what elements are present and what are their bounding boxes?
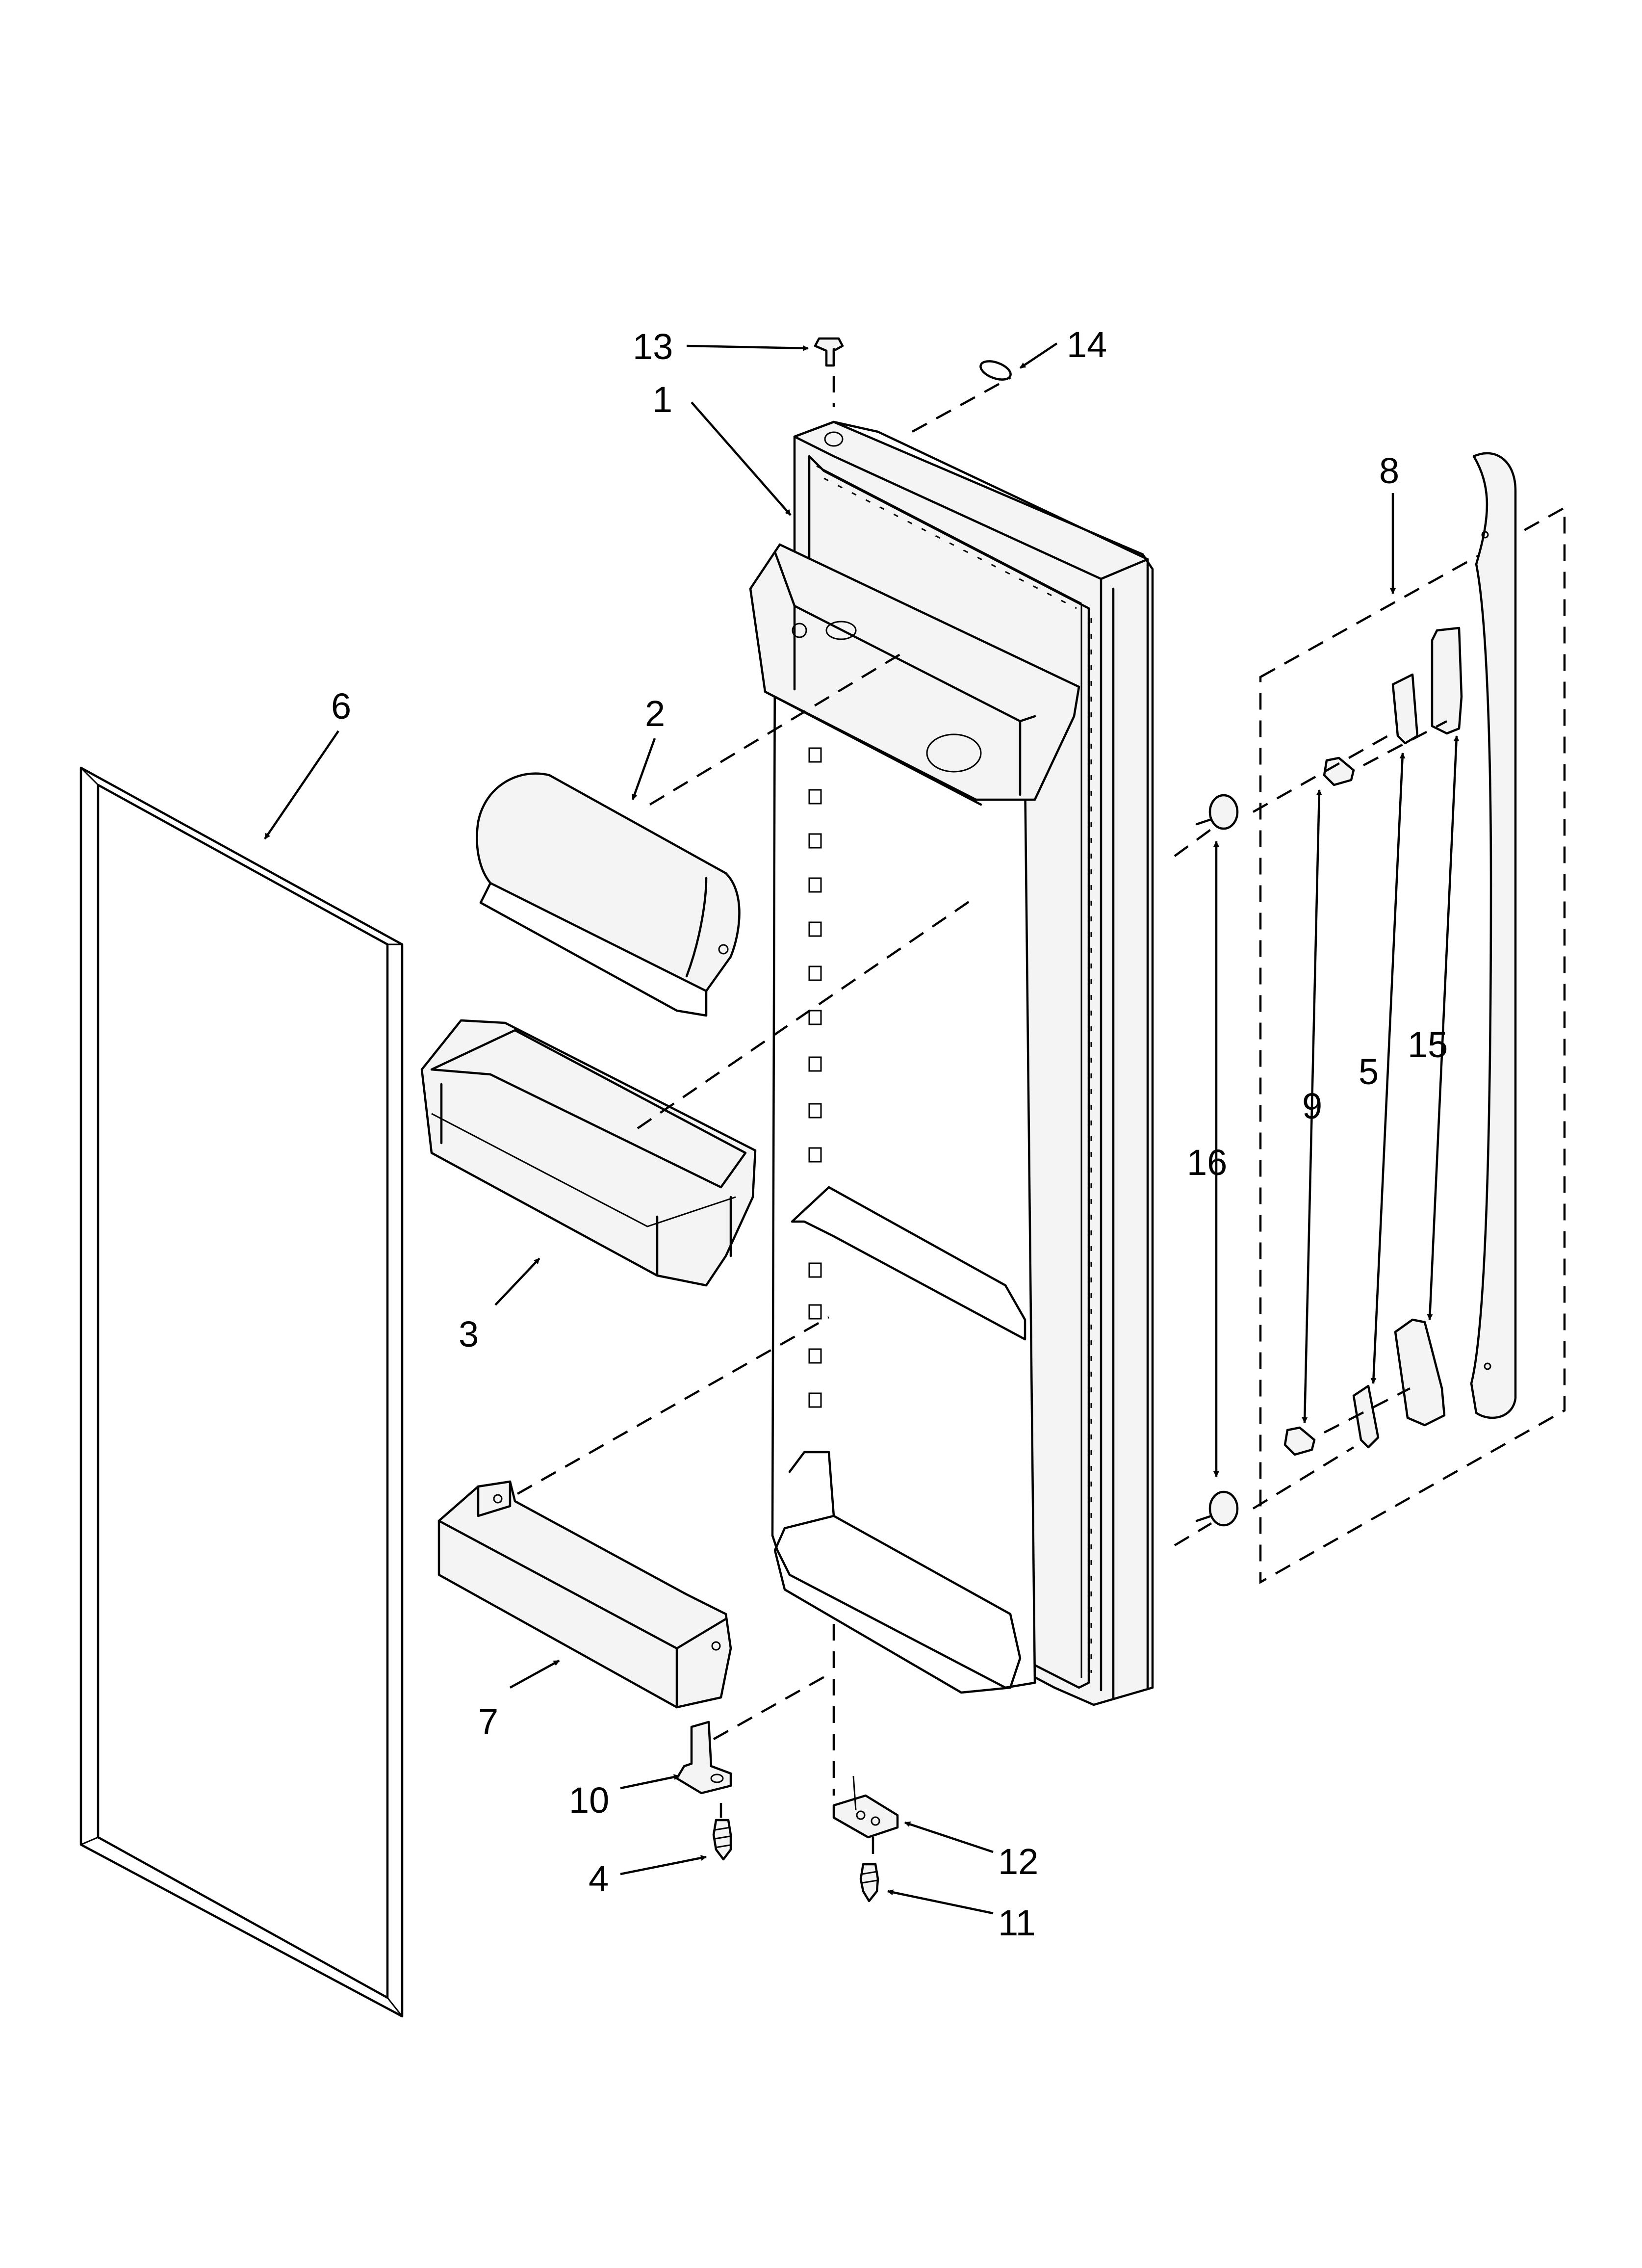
callout-11: 11 xyxy=(998,1903,1036,1943)
handle-stud-upper xyxy=(1195,794,1239,830)
hinge-pin-top xyxy=(814,337,844,367)
callout-7: 7 xyxy=(478,1701,498,1742)
screw-hinge xyxy=(712,1819,732,1861)
callout-10: 10 xyxy=(569,1780,609,1821)
callout-9: 9 xyxy=(1302,1086,1322,1126)
door-gasket xyxy=(79,766,404,2018)
leader-arrows xyxy=(264,342,1460,1915)
callout-6: 6 xyxy=(331,686,351,727)
callout-labels: 13 14 1 8 6 2 15 5 9 16 3 7 10 12 4 11 xyxy=(331,324,1448,1943)
callout-1: 1 xyxy=(652,379,672,420)
callout-16: 16 xyxy=(1187,1142,1227,1183)
hinge-washer xyxy=(979,360,1012,381)
hinge-plate xyxy=(832,1775,899,1839)
callout-8: 8 xyxy=(1379,450,1399,491)
callout-4: 4 xyxy=(589,1858,609,1899)
callout-12: 12 xyxy=(998,1841,1038,1882)
callout-13: 13 xyxy=(633,326,673,367)
door-assembly xyxy=(749,420,1154,1706)
handle-stud-lower xyxy=(1195,1490,1239,1527)
callout-2: 2 xyxy=(645,693,665,734)
assembly-lines xyxy=(516,348,1448,1864)
callout-15: 15 xyxy=(1408,1024,1448,1065)
callout-14: 14 xyxy=(1067,324,1107,365)
callout-5: 5 xyxy=(1359,1051,1379,1092)
screw-plate xyxy=(859,1863,879,1903)
bottom-door-bin xyxy=(437,1480,732,1709)
dairy-door xyxy=(476,772,741,1017)
door-bin xyxy=(420,1019,757,1287)
callout-3: 3 xyxy=(459,1314,479,1355)
handle-kit-group xyxy=(1259,452,1566,1584)
hinge-bottom-bracket xyxy=(675,1721,732,1795)
